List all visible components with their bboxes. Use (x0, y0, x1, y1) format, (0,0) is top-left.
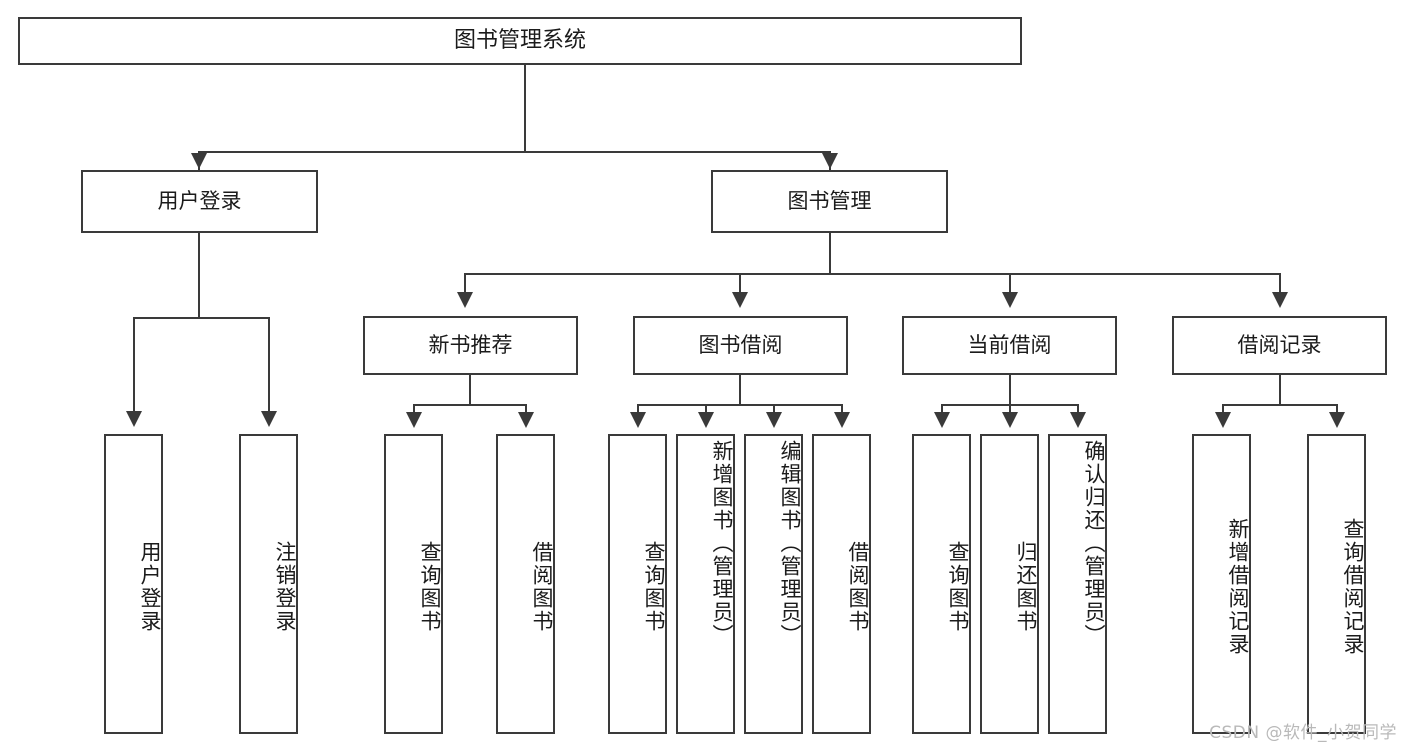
leaf-add-borrow-record[interactable]: 新增借阅记录 (1192, 434, 1251, 734)
node-label: 图书管理系统 (453, 27, 586, 53)
arrow-to-book-management (822, 153, 838, 169)
node-root-book-management-system[interactable]: 图书管理系统 (18, 17, 1022, 65)
connector-user-login-leaf1 (133, 317, 135, 417)
node-book-borrow[interactable]: 图书借阅 (633, 316, 848, 375)
node-label: 确认归还（管理员） (1082, 440, 1106, 647)
node-label: 新增图书（管理员） (710, 440, 734, 647)
node-label: 新增借阅记录 (1226, 518, 1250, 656)
arrow-to-book-borrow (732, 292, 748, 308)
connector-new-book-leaf2 (525, 404, 527, 418)
arrow-current-borrow-leaf3 (1070, 412, 1086, 428)
arrow-book-borrow-leaf3 (766, 412, 782, 428)
node-label: 借阅图书 (530, 541, 554, 633)
connector-user-login-leaf2 (268, 317, 270, 417)
connector-current-borrow-leaf1 (941, 404, 943, 418)
node-borrow-record[interactable]: 借阅记录 (1172, 316, 1387, 375)
leaf-query-book-current[interactable]: 查询图书 (912, 434, 971, 734)
arrow-new-book-leaf1 (406, 412, 422, 428)
connector-new-book-bar (413, 404, 526, 406)
leaf-borrow-book-recommend[interactable]: 借阅图书 (496, 434, 555, 734)
connector-to-new-book (464, 273, 466, 306)
node-label: 查询借阅记录 (1341, 518, 1365, 656)
node-label: 编辑图书（管理员） (778, 440, 802, 647)
leaf-logout[interactable]: 注销登录 (239, 434, 298, 734)
leaf-user-login[interactable]: 用户登录 (104, 434, 163, 734)
connector-book-borrow-down (739, 375, 741, 406)
connector-book-management-bar (464, 273, 1280, 275)
connector-book-borrow-leaf3 (773, 404, 775, 418)
connector-borrow-record-down (1279, 375, 1281, 406)
connector-current-borrow-down (1009, 375, 1011, 406)
node-label: 新书推荐 (428, 332, 513, 357)
leaf-return-book[interactable]: 归还图书 (980, 434, 1039, 734)
node-label: 用户登录 (138, 541, 162, 633)
connector-new-book-down (469, 375, 471, 406)
connector-current-borrow-leaf2 (1009, 404, 1011, 418)
node-label: 注销登录 (273, 541, 297, 633)
connector-book-borrow-leaf2 (705, 404, 707, 418)
leaf-query-book-borrow[interactable]: 查询图书 (608, 434, 667, 734)
connector-book-borrow-leaf1 (637, 404, 639, 418)
node-label: 查询图书 (946, 541, 970, 633)
node-book-management[interactable]: 图书管理 (711, 170, 948, 233)
arrow-to-new-book (457, 292, 473, 308)
arrow-borrow-record-leaf2 (1329, 412, 1345, 428)
leaf-edit-book-admin[interactable]: 编辑图书（管理员） (744, 434, 803, 734)
node-current-borrow[interactable]: 当前借阅 (902, 316, 1117, 375)
connector-borrow-record-bar (1222, 404, 1337, 406)
arrow-book-borrow-leaf2 (698, 412, 714, 428)
node-label: 借阅图书 (846, 541, 870, 633)
connector-book-management-down (829, 233, 831, 275)
arrow-to-borrow-record (1272, 292, 1288, 308)
connector-borrow-record-leaf2 (1336, 404, 1338, 418)
arrow-current-borrow-leaf1 (934, 412, 950, 428)
connector-current-borrow-leaf3 (1077, 404, 1079, 418)
node-label: 查询图书 (642, 541, 666, 633)
arrow-to-user-login (191, 153, 207, 169)
connector-book-borrow-leaf4 (841, 404, 843, 418)
arrow-current-borrow-leaf2 (1002, 412, 1018, 428)
arrow-book-borrow-leaf4 (834, 412, 850, 428)
arrow-user-login-leaf1 (126, 411, 142, 427)
leaf-confirm-return-admin[interactable]: 确认归还（管理员） (1048, 434, 1107, 734)
connector-user-login-down (198, 233, 200, 319)
connector-root-bar (198, 151, 830, 153)
arrow-book-borrow-leaf1 (630, 412, 646, 428)
leaf-query-borrow-record[interactable]: 查询借阅记录 (1307, 434, 1366, 734)
arrow-user-login-leaf2 (261, 411, 277, 427)
arrow-new-book-leaf2 (518, 412, 534, 428)
leaf-add-book-admin[interactable]: 新增图书（管理员） (676, 434, 735, 734)
connector-borrow-record-leaf1 (1222, 404, 1224, 418)
node-label: 归还图书 (1014, 541, 1038, 633)
node-label: 当前借阅 (967, 332, 1052, 357)
connector-user-login-bar (133, 317, 269, 319)
node-label: 图书管理 (787, 188, 872, 213)
node-label: 用户登录 (157, 188, 242, 213)
watermark: CSDN @软件_小贺同学 (1209, 723, 1397, 743)
leaf-borrow-book[interactable]: 借阅图书 (812, 434, 871, 734)
leaf-query-book-recommend[interactable]: 查询图书 (384, 434, 443, 734)
node-label: 查询图书 (418, 541, 442, 633)
connector-root-down (524, 65, 526, 152)
connector-to-current-borrow (1009, 273, 1011, 306)
node-label: 借阅记录 (1237, 332, 1322, 357)
arrow-borrow-record-leaf1 (1215, 412, 1231, 428)
connector-new-book-leaf1 (413, 404, 415, 418)
connector-to-book-borrow (739, 273, 741, 306)
arrow-to-current-borrow (1002, 292, 1018, 308)
connector-book-borrow-bar (637, 404, 842, 406)
node-new-book-recommend[interactable]: 新书推荐 (363, 316, 578, 375)
node-label: 图书借阅 (698, 332, 783, 357)
node-user-login[interactable]: 用户登录 (81, 170, 318, 233)
connector-to-borrow-record (1279, 273, 1281, 306)
